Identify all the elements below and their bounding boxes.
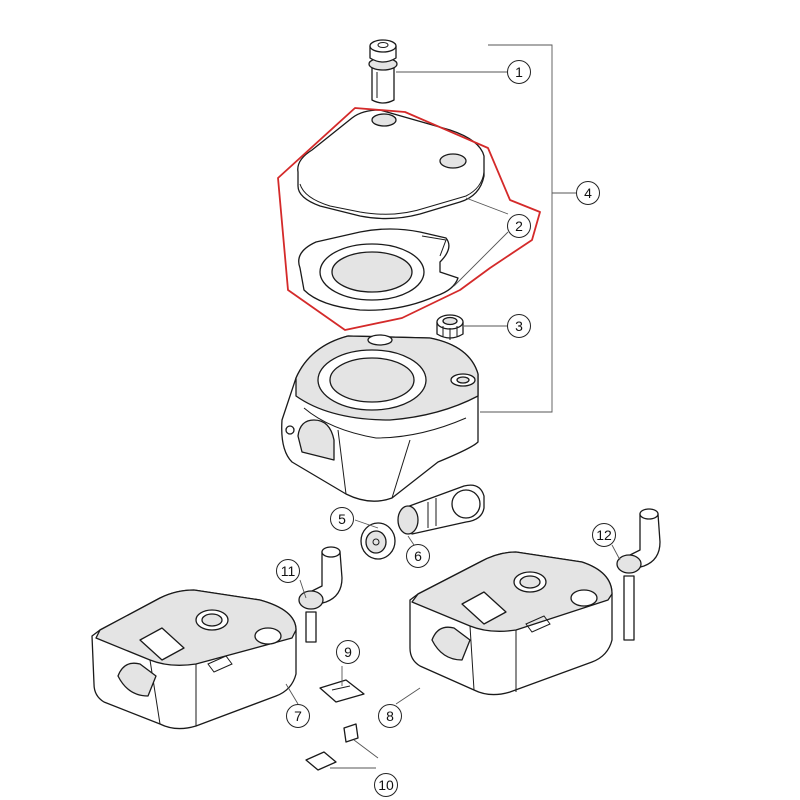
part-8-waste-tank-right[interactable]: [409, 551, 613, 696]
callout-2: 2: [507, 214, 531, 238]
svg-text:9: 9: [344, 644, 352, 660]
part-2-seat-and-lid[interactable]: [297, 109, 485, 311]
part-3-cap[interactable]: [436, 314, 464, 340]
callout-8: 8: [378, 704, 402, 728]
svg-text:6: 6: [414, 548, 422, 564]
part-1-pump-stem[interactable]: [368, 39, 398, 104]
callout-9: 9: [336, 640, 360, 664]
callout-12: 12: [592, 523, 616, 547]
callout-10: 10: [374, 773, 398, 797]
svg-text:12: 12: [596, 527, 612, 543]
part-7-waste-tank-left[interactable]: [91, 589, 297, 730]
callout-11: 11: [276, 559, 300, 583]
svg-text:1: 1: [515, 64, 523, 80]
callout-6: 6: [406, 544, 430, 568]
part-9-slider-plate[interactable]: [319, 679, 365, 703]
part-10-clips[interactable]: [305, 723, 359, 771]
callout-7: 7: [286, 704, 310, 728]
leader-lines: [285, 44, 621, 769]
callout-5: 5: [330, 507, 354, 531]
part-5-seal-ring[interactable]: [360, 522, 396, 560]
part-2-highlight-outline: [277, 107, 541, 331]
callout-4: 4: [576, 181, 600, 205]
part-6-outlet-pipe[interactable]: [397, 484, 485, 535]
callout-labels: 1 2 3 4 5 6 7 8 9 10 11 12: [276, 60, 616, 797]
svg-text:3: 3: [515, 318, 523, 334]
svg-text:8: 8: [386, 708, 394, 724]
part-4-base-assembly[interactable]: [281, 334, 479, 502]
svg-text:2: 2: [515, 218, 523, 234]
part-11-elbow-fitting-left[interactable]: [298, 546, 343, 643]
callout-1: 1: [507, 60, 531, 84]
svg-text:7: 7: [294, 708, 302, 724]
part-12-elbow-fitting-right[interactable]: [616, 508, 661, 641]
svg-text:11: 11: [281, 563, 296, 579]
callout-3: 3: [507, 314, 531, 338]
svg-text:10: 10: [378, 777, 394, 793]
svg-text:5: 5: [338, 511, 346, 527]
svg-text:4: 4: [584, 185, 592, 201]
